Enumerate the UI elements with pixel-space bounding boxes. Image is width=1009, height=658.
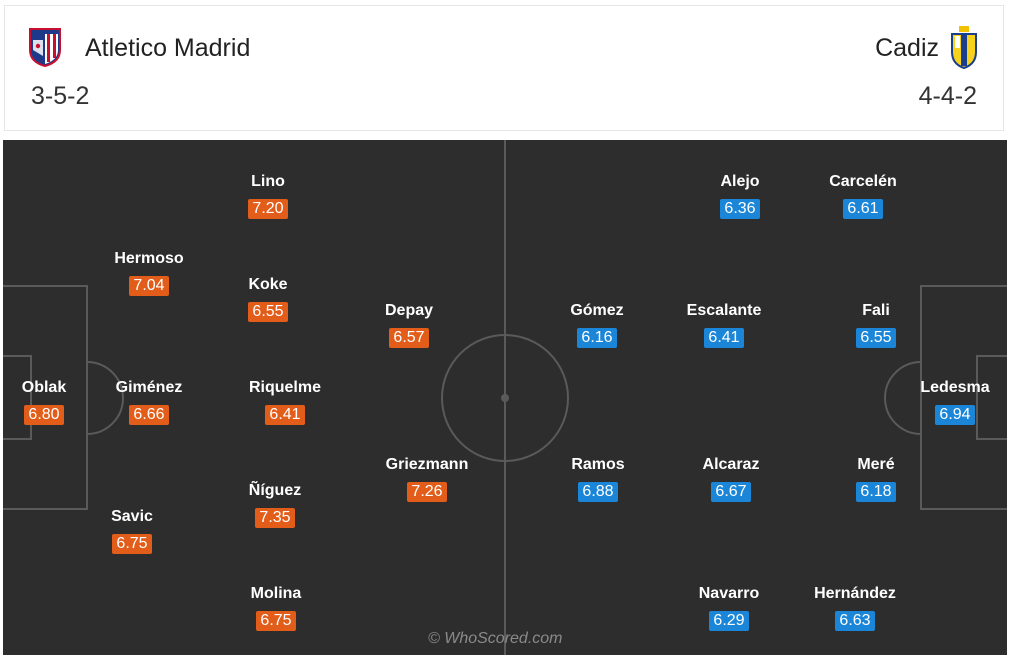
player-away-escalante[interactable]: Escalante 6.41 (654, 302, 794, 348)
player-name: Hernández (814, 585, 896, 602)
player-name: Carcelén (829, 173, 897, 190)
player-away-ramos[interactable]: Ramos 6.88 (528, 456, 668, 502)
player-rating: 7.26 (407, 482, 447, 502)
player-name: Alcaraz (702, 456, 760, 473)
match-header: Atletico Madrid 3-5-2 Cadiz 4-4-2 (4, 5, 1004, 131)
home-team-name[interactable]: Atletico Madrid (85, 34, 251, 62)
player-rating: 6.41 (704, 328, 744, 348)
player-home-gimenez[interactable]: Giménez 6.66 (79, 379, 219, 425)
player-away-carcelen[interactable]: Carcelén 6.61 (793, 173, 933, 219)
atletico-crest-icon (29, 28, 61, 68)
pitch: Oblak 6.80 Hermoso 7.04 Giménez 6.66 Sav… (3, 140, 1007, 655)
player-name: Fali (862, 302, 890, 319)
player-rating: 6.67 (711, 482, 751, 502)
player-rating: 7.04 (129, 276, 169, 296)
pitch-lines (3, 140, 1007, 655)
player-name: Depay (384, 302, 434, 319)
player-rating: 6.75 (256, 611, 296, 631)
player-away-fali[interactable]: Fali 6.55 (806, 302, 946, 348)
player-name: Savic (111, 508, 153, 525)
player-away-alcaraz[interactable]: Alcaraz 6.67 (661, 456, 801, 502)
player-away-alejo[interactable]: Alejo 6.36 (670, 173, 810, 219)
away-formation: 4-4-2 (918, 82, 977, 110)
player-name: Ramos (571, 456, 625, 473)
player-home-hermoso[interactable]: Hermoso 7.04 (79, 250, 219, 296)
player-home-molina[interactable]: Molina 6.75 (206, 585, 346, 631)
player-home-savic[interactable]: Savic 6.75 (62, 508, 202, 554)
player-rating: 6.80 (24, 405, 64, 425)
player-rating: 6.55 (248, 302, 288, 322)
player-name: Oblak (21, 379, 67, 396)
player-name: Molina (250, 585, 302, 602)
player-rating: 6.66 (129, 405, 169, 425)
player-rating: 6.75 (112, 534, 152, 554)
player-rating: 6.88 (578, 482, 618, 502)
player-away-gomez[interactable]: Gómez 6.16 (527, 302, 667, 348)
player-home-griezmann[interactable]: Griezmann 7.26 (357, 456, 497, 502)
player-rating: 7.20 (248, 199, 288, 219)
player-name: Navarro (698, 585, 760, 602)
player-name: Riquelme (248, 379, 321, 396)
player-name: Escalante (686, 302, 762, 319)
player-name: Ñíguez (248, 482, 302, 499)
player-away-hernandez[interactable]: Hernández 6.63 (785, 585, 925, 631)
player-name: Lino (251, 173, 285, 190)
cadiz-crest-icon (951, 26, 977, 70)
player-name: Meré (857, 456, 895, 473)
player-rating: 6.16 (577, 328, 617, 348)
player-home-koke[interactable]: Koke 6.55 (198, 276, 338, 322)
player-name: Hermoso (114, 250, 184, 267)
player-rating: 6.55 (856, 328, 896, 348)
player-name: Alejo (720, 173, 760, 190)
player-away-ledesma[interactable]: Ledesma 6.94 (885, 379, 1007, 425)
player-home-lino[interactable]: Lino 7.20 (198, 173, 338, 219)
player-rating: 6.41 (265, 405, 305, 425)
player-name: Ledesma (920, 379, 990, 396)
player-rating: 6.36 (720, 199, 760, 219)
player-rating: 6.57 (389, 328, 429, 348)
player-rating: 6.29 (709, 611, 749, 631)
player-name: Griezmann (385, 456, 469, 473)
player-rating: 6.63 (835, 611, 875, 631)
player-home-riquelme[interactable]: Riquelme 6.41 (215, 379, 355, 425)
player-name: Giménez (115, 379, 183, 396)
player-name: Koke (248, 276, 288, 293)
player-rating: 6.94 (935, 405, 975, 425)
player-rating: 6.61 (843, 199, 883, 219)
player-away-mere[interactable]: Meré 6.18 (806, 456, 946, 502)
player-home-niguez[interactable]: Ñíguez 7.35 (205, 482, 345, 528)
player-rating: 6.18 (856, 482, 896, 502)
player-home-oblak[interactable]: Oblak 6.80 (3, 379, 114, 425)
watermark: © WhoScored.com (428, 630, 563, 647)
player-home-depay[interactable]: Depay 6.57 (339, 302, 479, 348)
player-name: Gómez (570, 302, 624, 319)
player-rating: 7.35 (255, 508, 295, 528)
home-formation: 3-5-2 (31, 82, 90, 110)
away-team-name[interactable]: Cadiz (875, 34, 939, 62)
player-away-navarro[interactable]: Navarro 6.29 (659, 585, 799, 631)
